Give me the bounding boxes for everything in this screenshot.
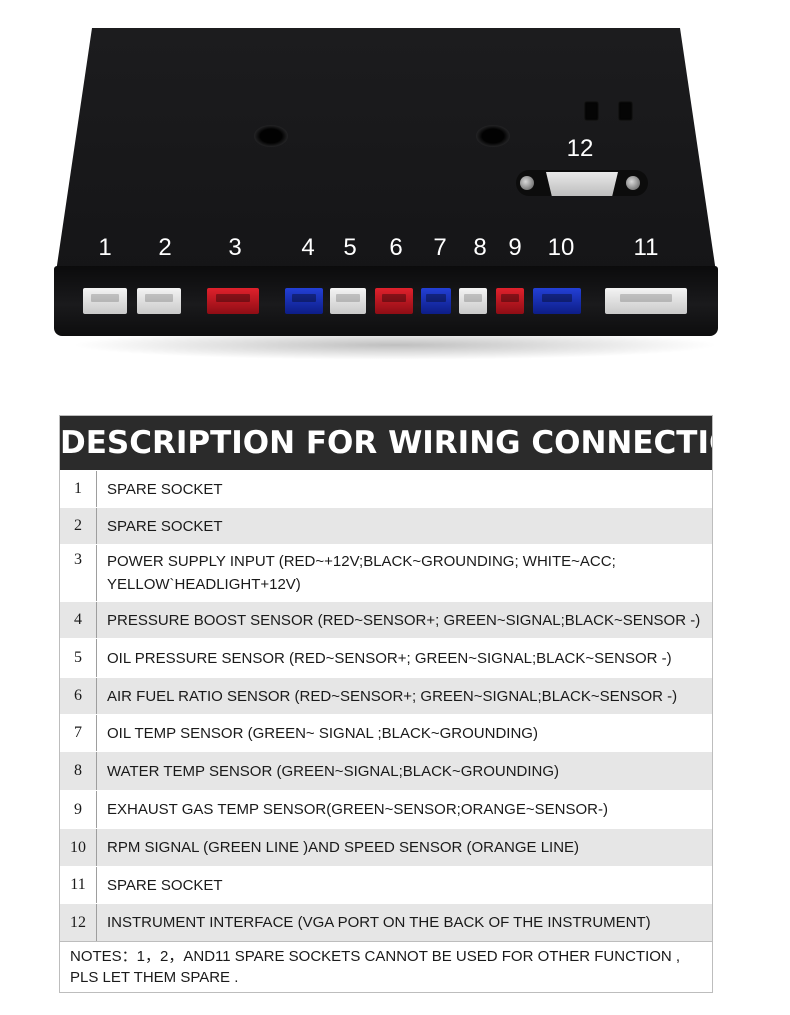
row-number: 5: [60, 639, 97, 677]
device-photo: 12 1 2 3 4 5 6 7 8 9 10 11: [0, 0, 790, 380]
device-label-4: 4: [301, 234, 315, 261]
table-row: 6 AIR FUEL RATIO SENSOR (RED~SENSOR+; GR…: [60, 677, 712, 714]
row-number: 6: [60, 678, 97, 714]
device-top-panel: [56, 28, 716, 272]
connector-7: [421, 288, 451, 314]
vga-screw-left: [520, 176, 534, 190]
row-description: POWER SUPPLY INPUT (RED~+12V;BLACK~GROUN…: [107, 553, 616, 593]
mounting-hole-left: [254, 125, 288, 147]
table-row: 5 OIL PRESSURE SENSOR (RED~SENSOR+; GREE…: [60, 638, 712, 677]
table-row: 11 SPARE SOCKET: [60, 866, 712, 903]
table-row: 1 SPARE SOCKET: [60, 470, 712, 507]
wiring-table: DESCRIPTION FOR WIRING CONNECTION 1 SPAR…: [59, 415, 713, 993]
row-description: SPARE SOCKET: [107, 480, 223, 498]
device-label-8: 8: [473, 234, 487, 261]
row-description: SPARE SOCKET: [107, 517, 223, 535]
device-label-5: 5: [343, 234, 357, 261]
row-description: EXHAUST GAS TEMP SENSOR(GREEN~SENSOR;ORA…: [107, 801, 608, 818]
row-number: 10: [60, 829, 97, 866]
table-row: 2 SPARE SOCKET: [60, 507, 712, 544]
row-number: 2: [60, 508, 97, 544]
row-description: SPARE SOCKET: [107, 876, 223, 894]
device-label-6: 6: [389, 234, 403, 261]
row-number: 3: [60, 545, 97, 601]
table-row: 4 PRESSURE BOOST SENSOR (RED~SENSOR+; GR…: [60, 601, 712, 638]
vga-screw-right: [626, 176, 640, 190]
row-number: 9: [60, 791, 97, 828]
device-label-11: 11: [633, 234, 659, 261]
table-row: 8 WATER TEMP SENSOR (GREEN~SIGNAL;BLACK~…: [60, 751, 712, 790]
row-description: OIL PRESSURE SENSOR (RED~SENSOR+; GREEN~…: [107, 649, 672, 667]
table-notes: NOTES：1，2，AND11 SPARE SOCKETS CANNOT BE …: [60, 941, 712, 992]
device-label-10: 10: [547, 234, 575, 261]
row-description: AIR FUEL RATIO SENSOR (RED~SENSOR+; GREE…: [107, 687, 678, 705]
vent-slot-right: [618, 101, 633, 121]
row-number: 12: [60, 904, 97, 941]
row-number: 1: [60, 471, 97, 507]
connector-4: [285, 288, 323, 314]
connector-8: [459, 288, 487, 314]
table-title: DESCRIPTION FOR WIRING CONNECTION: [60, 416, 712, 470]
device-label-12: 12: [566, 135, 594, 162]
table-row: 9 EXHAUST GAS TEMP SENSOR(GREEN~SENSOR;O…: [60, 790, 712, 828]
connector-10: [533, 288, 581, 314]
connector-3: [207, 288, 259, 314]
device-label-9: 9: [508, 234, 522, 261]
device-label-2: 2: [158, 234, 172, 261]
table-row: 7 OIL TEMP SENSOR (GREEN~ SIGNAL ;BLACK~…: [60, 714, 712, 751]
connector-11: [605, 288, 687, 314]
row-number: 4: [60, 602, 97, 638]
row-description: OIL TEMP SENSOR (GREEN~ SIGNAL ;BLACK~GR…: [107, 724, 538, 742]
row-description: PRESSURE BOOST SENSOR (RED~SENSOR+; GREE…: [107, 611, 701, 629]
vga-port: [546, 172, 618, 196]
table-row: 3 POWER SUPPLY INPUT (RED~+12V;BLACK~GRO…: [60, 544, 712, 601]
connector-9: [496, 288, 524, 314]
connector-2: [137, 288, 181, 314]
connector-1: [83, 288, 127, 314]
device-label-3: 3: [228, 234, 242, 261]
table-row: 12 INSTRUMENT INTERFACE (VGA PORT ON THE…: [60, 903, 712, 941]
row-number: 8: [60, 752, 97, 790]
connector-5: [330, 288, 366, 314]
device-label-1: 1: [98, 234, 112, 261]
vent-slot-left: [584, 101, 599, 121]
row-number: 11: [60, 867, 97, 903]
connector-6: [375, 288, 413, 314]
row-description: RPM SIGNAL (GREEN LINE )AND SPEED SENSOR…: [107, 839, 580, 856]
row-description: INSTRUMENT INTERFACE (VGA PORT ON THE BA…: [107, 914, 651, 931]
table-row: 10 RPM SIGNAL (GREEN LINE )AND SPEED SEN…: [60, 828, 712, 866]
row-number: 7: [60, 715, 97, 751]
mounting-hole-right: [476, 125, 510, 147]
row-description: WATER TEMP SENSOR (GREEN~SIGNAL;BLACK~GR…: [107, 762, 560, 780]
device-label-7: 7: [433, 234, 447, 261]
